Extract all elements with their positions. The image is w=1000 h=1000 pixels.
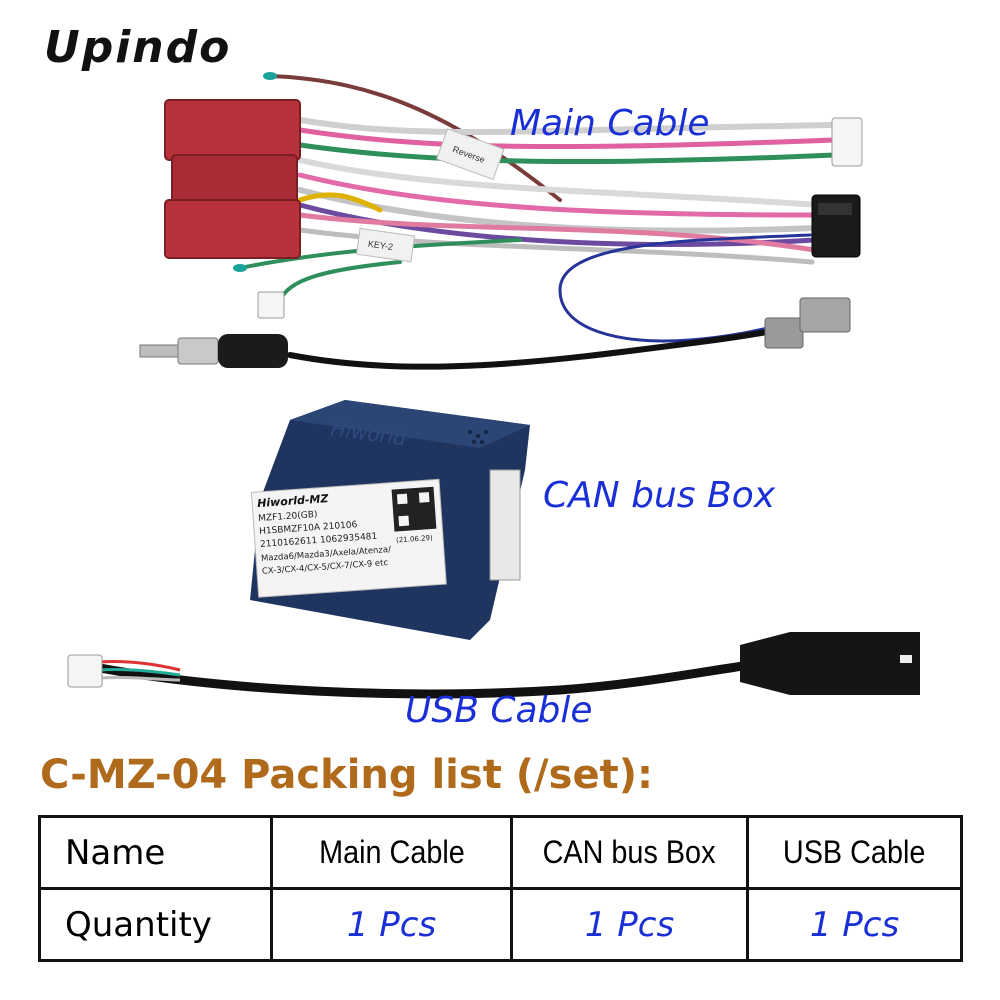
usb-cable-label: USB Cable (405, 690, 593, 731)
col-header-usb-cable: USB Cable (783, 834, 926, 870)
sticker-line-1: MZF1.20(GB) (258, 510, 318, 524)
main-cable-label: Main Cable (510, 103, 710, 144)
main-cable-harness: Reverse KEY-2 (139, 72, 863, 370)
table-cell: 1 Pcs (270, 887, 513, 962)
packing-list-heading: C-MZ-04 Packing list (/set): (40, 752, 653, 798)
col-header-canbus-box: CAN bus Box (543, 834, 716, 870)
qty-canbus-box: 1 Pcs (584, 904, 675, 945)
sticker-date: (21.06.29) (396, 534, 433, 545)
tag-key-text: KEY-2 (367, 239, 393, 252)
table-cell: 1 Pcs (746, 887, 963, 962)
row-header-name: Name (38, 815, 273, 890)
canbus-box: Hiworld Hiworld-MZ MZF1.20(GB) H1SBMZF10… (250, 400, 530, 640)
row-header-quantity: Quantity (38, 887, 273, 962)
qty-usb-cable: 1 Pcs (809, 904, 900, 945)
usb-cable (67, 632, 920, 699)
table-row-quantity: Quantity 1 Pcs 1 Pcs 1 Pcs (38, 887, 963, 962)
table-cell: Main Cable (270, 815, 513, 890)
table-cell: USB Cable (746, 815, 963, 890)
sticker-line-0: Hiworld-MZ (257, 492, 330, 510)
brand-logo: Upindo (44, 22, 232, 73)
packing-table: Name Main Cable CAN bus Box USB Cable Qu… (38, 815, 963, 962)
table-row-name: Name Main Cable CAN bus Box USB Cable (38, 815, 963, 890)
col-header-main-cable: Main Cable (318, 834, 465, 870)
canbus-box-label: CAN bus Box (543, 475, 776, 516)
qty-main-cable: 1 Pcs (346, 904, 437, 945)
product-photo: Reverse KEY-2 Hiworld (67, 72, 920, 699)
table-cell: CAN bus Box (510, 815, 749, 890)
table-cell: 1 Pcs (510, 887, 749, 962)
